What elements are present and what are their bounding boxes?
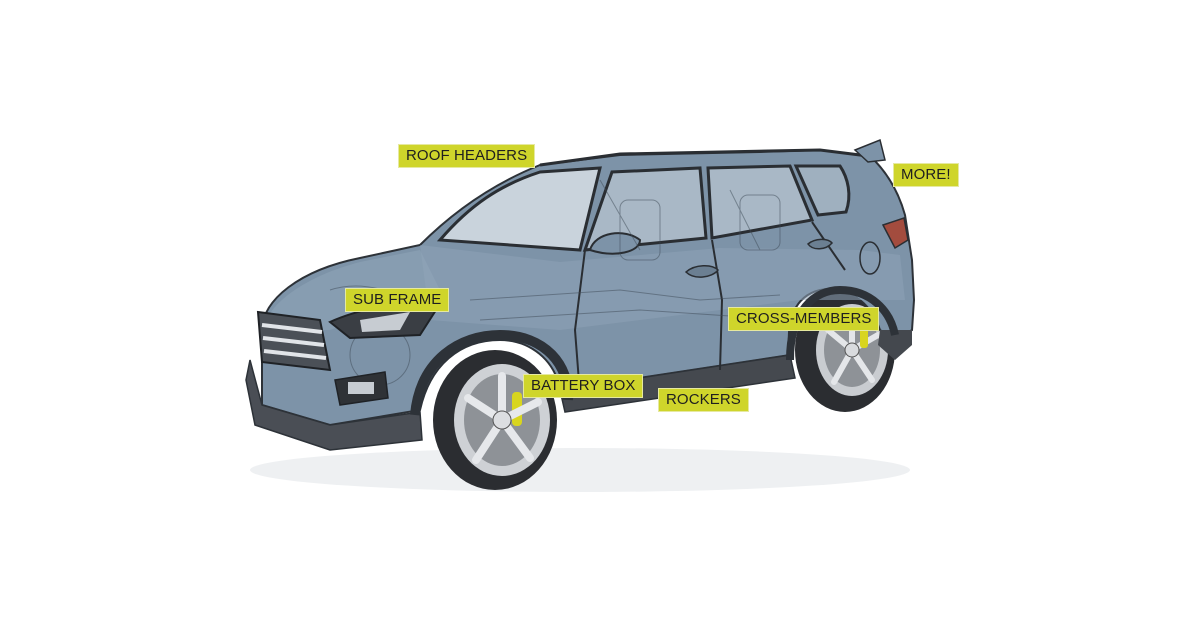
label-battery-box[interactable]: BATTERY BOX <box>523 374 644 398</box>
label-more[interactable]: MORE! <box>893 163 959 187</box>
label-sub-frame[interactable]: SUB FRAME <box>345 288 450 312</box>
label-roof-headers[interactable]: ROOF HEADERS <box>398 144 536 168</box>
front-wheel-icon <box>433 350 557 490</box>
label-cross-members[interactable]: CROSS-MEMBERS <box>728 307 880 331</box>
label-rockers[interactable]: ROCKERS <box>658 388 749 412</box>
